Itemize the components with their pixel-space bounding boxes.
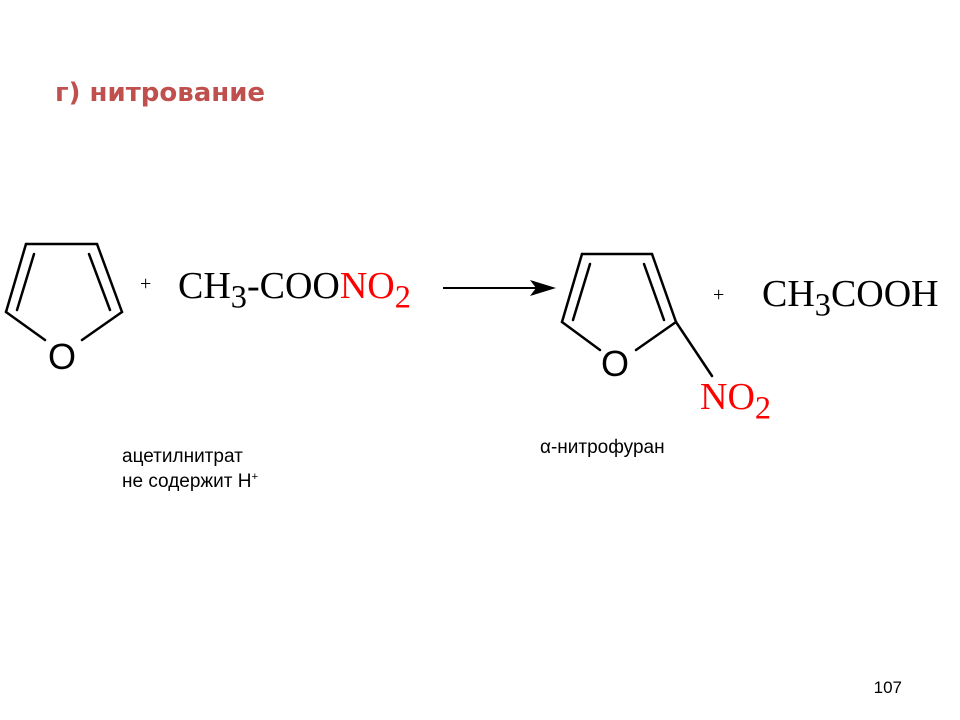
slide-title: г) нитрование [55,78,266,108]
acetyl-nitrate-formula: CH3-COONO2 [178,265,411,315]
reaction-arrow [443,280,556,296]
reagent-name: ацетилнитрат [122,446,243,467]
page-number: 107 [873,678,902,697]
nitro-group-label: NO2 [700,376,772,426]
plus-sign-1: + [140,273,152,295]
reagent-note: не содержит H+ [122,470,259,492]
reagent-caption: ацетилнитрат не содержит H+ [122,445,258,494]
nitrofuran-structure [560,252,714,378]
acetic-acid-formula: CH3COOH [762,273,939,323]
plus-sign-2: + [713,284,725,306]
furan-oxygen-label: O [48,336,77,377]
nitrofuran-oxygen-label: O [601,343,630,384]
furan-structure [4,242,124,342]
product-name: α-нитрофуран [540,437,665,458]
